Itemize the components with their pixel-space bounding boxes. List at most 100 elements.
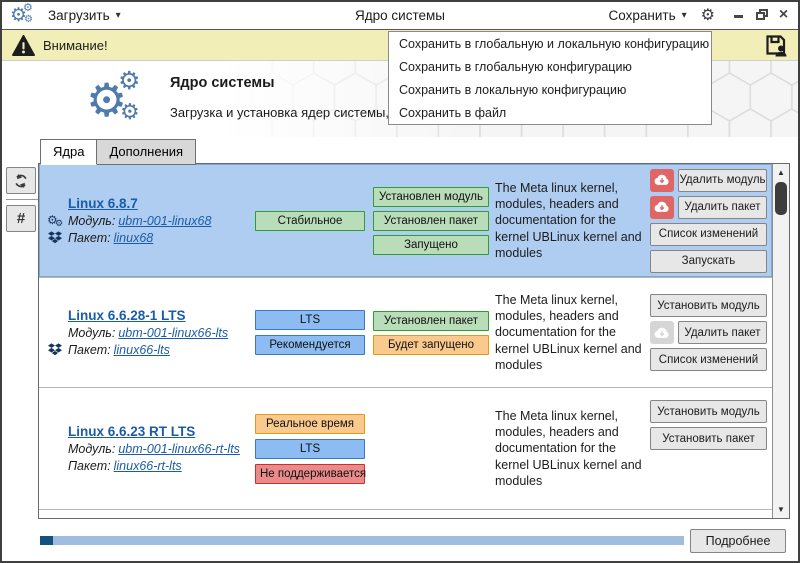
- page-title: Ядро системы: [170, 75, 275, 91]
- window-controls: ×: [733, 6, 790, 23]
- chevron-down-icon: ▾: [115, 10, 121, 21]
- close-button[interactable]: ×: [778, 6, 789, 23]
- tag-recommended: Рекомендуется: [255, 335, 365, 355]
- cloud-download-icon: [654, 174, 669, 185]
- kernel-info: Linux 6.8.7 ⚙⚙ Модуль: ubm-001-linux68: [39, 164, 251, 277]
- refresh-button[interactable]: [6, 167, 36, 194]
- module-label: Модуль:: [68, 441, 116, 456]
- hash-button[interactable]: #: [6, 205, 36, 232]
- side-toolbar: #: [6, 167, 38, 232]
- kernel-info: Linux 6.6.23 RT LTS Модуль: ubm-001-linu…: [39, 388, 251, 509]
- tab-kernels[interactable]: Ядра: [40, 139, 98, 165]
- main-area: # Linux 6.8.7 ⚙⚙ Модуль: ubm-00: [2, 163, 798, 519]
- kernel-actions: Удалить модуль Удалить пакет Спис: [645, 164, 772, 277]
- warning-triangle-icon: [12, 34, 35, 56]
- tag-will-run: Будет запущено: [373, 334, 489, 355]
- package-link[interactable]: linux66-rt-lts: [113, 458, 182, 473]
- kernel-row-linux-66-rt-lts[interactable]: Linux 6.6.23 RT LTS Модуль: ubm-001-linu…: [39, 388, 772, 510]
- tag-running: Запущено: [373, 234, 489, 255]
- kernel-row-linux-687[interactable]: Linux 6.8.7 ⚙⚙ Модуль: ubm-001-linux68: [39, 164, 772, 278]
- module-label: Модуль:: [68, 213, 116, 228]
- save-dropdown-button[interactable]: Сохранить ▾: [609, 8, 687, 23]
- package-diamonds-icon: [48, 343, 62, 356]
- install-package-button[interactable]: Установить пакет: [650, 427, 767, 450]
- maximize-button[interactable]: [755, 9, 768, 22]
- package-link[interactable]: linux68: [113, 230, 154, 245]
- tag-lts: LTS: [255, 310, 365, 330]
- package-link[interactable]: linux66-lts: [113, 342, 170, 357]
- changelog-button[interactable]: Список изменений: [650, 222, 767, 246]
- scrollbar-thumb[interactable]: [775, 182, 787, 215]
- progress-fill: [40, 536, 53, 545]
- progress-bar: [40, 536, 684, 545]
- kernel-row-linux-66-lts[interactable]: Linux 6.6.28-1 LTS Модуль: ubm-001-linux…: [39, 278, 772, 388]
- package-diamonds-icon: [48, 231, 62, 244]
- module-link[interactable]: ubm-001-linux66-rt-lts: [118, 441, 240, 456]
- kernel-list: Linux 6.8.7 ⚙⚙ Модуль: ubm-001-linux68: [39, 164, 772, 518]
- save-config-floppy-user-icon[interactable]: [764, 33, 788, 57]
- remove-module-button[interactable]: Удалить модуль: [678, 168, 767, 192]
- kernel-name-link[interactable]: Linux 6.8.7: [68, 196, 138, 211]
- kernel-list-panel: Linux 6.8.7 ⚙⚙ Модуль: ubm-001-linux68: [38, 163, 790, 519]
- kernel-name-link[interactable]: Linux 6.6.28-1 LTS: [68, 308, 186, 323]
- cloud-download-icon: [654, 327, 669, 338]
- tag-package-installed: Установлен пакет: [373, 310, 489, 331]
- cloud-remove-icon-button[interactable]: [650, 195, 674, 219]
- kernel-description: The Meta linux kernel, modules, headers …: [495, 180, 642, 260]
- run-button[interactable]: Запускать: [650, 249, 767, 273]
- scroll-up-icon[interactable]: ▲: [777, 168, 785, 177]
- kernel-gears-logo-icon: ⚙⚙⚙: [86, 67, 141, 126]
- remove-package-button[interactable]: Удалить пакет: [678, 195, 767, 219]
- kernel-info: Linux 6.6.28-1 LTS Модуль: ubm-001-linux…: [39, 278, 251, 387]
- tag-lts: LTS: [255, 438, 365, 459]
- warning-label: Внимание!: [43, 37, 108, 53]
- scroll-down-icon[interactable]: ▼: [777, 505, 785, 514]
- toolbar-separator: [6, 199, 38, 200]
- tag-stable: Стабильное: [255, 210, 365, 231]
- package-label: Пакет:: [68, 342, 111, 357]
- status-tags: Установлен пакет Будет запущено: [369, 278, 493, 387]
- kernel-description: The Meta linux kernel, modules, headers …: [495, 292, 642, 372]
- tag-package-installed: Установлен пакет: [373, 210, 489, 231]
- tag-unsupported: Не поддерживается: [255, 463, 366, 484]
- kernel-name-link[interactable]: Linux 6.6.23 RT LTS: [68, 424, 196, 439]
- kernel-actions: Установить модуль Установить пакет: [645, 388, 772, 509]
- hash-icon: #: [16, 210, 26, 227]
- settings-gear-icon[interactable]: ⚙: [700, 6, 715, 24]
- package-label: Пакет:: [68, 230, 111, 245]
- kernel-actions: Установить модуль Удалить пакет Список и…: [645, 278, 772, 387]
- save-menu-item-global-and-local[interactable]: Сохранить в глобальную и локальную конфи…: [399, 36, 710, 51]
- changelog-button[interactable]: Список изменений: [650, 348, 767, 371]
- vertical-scrollbar[interactable]: ▲ ▼: [772, 164, 789, 518]
- kernel-description: The Meta linux kernel, modules, headers …: [495, 408, 642, 488]
- tag-module-installed: Установлен модуль: [373, 186, 489, 207]
- status-tags: Установлен модуль Установлен пакет Запущ…: [369, 164, 493, 277]
- primary-tags: Стабильное: [251, 164, 369, 277]
- module-label: Модуль:: [68, 325, 116, 340]
- save-menu-item-file[interactable]: Сохранить в файл: [399, 105, 507, 120]
- primary-tags: Реальное время LTS Не поддерживается: [251, 388, 369, 509]
- remove-package-button[interactable]: Удалить пакет: [678, 321, 767, 344]
- module-link[interactable]: ubm-001-linux68: [118, 213, 212, 228]
- refresh-icon: [15, 173, 27, 188]
- install-module-button[interactable]: Установить модуль: [650, 400, 767, 423]
- load-dropdown-button[interactable]: Загрузить ▾: [48, 8, 121, 23]
- load-dropdown-label: Загрузить: [48, 8, 110, 23]
- save-menu-item-global[interactable]: Сохранить в глобальную конфигурацию: [399, 59, 632, 74]
- cloud-remove-icon-button[interactable]: [650, 168, 674, 192]
- install-module-button[interactable]: Установить модуль: [650, 294, 767, 317]
- details-button[interactable]: Подробнее: [690, 529, 786, 553]
- save-menu-item-local[interactable]: Сохранить в локальную конфигурацию: [399, 82, 627, 97]
- module-link[interactable]: ubm-001-linux66-lts: [118, 325, 229, 340]
- status-tags: [369, 388, 493, 509]
- tab-addons[interactable]: Дополнения: [97, 139, 197, 165]
- cloud-download-icon: [654, 201, 669, 212]
- footer: Подробнее: [4, 521, 796, 559]
- titlebar: ⚙⚙⚙ Загрузить ▾ Ядро системы Сохранить ▾…: [2, 2, 798, 30]
- app-logo-gears-icon: ⚙⚙⚙: [10, 1, 33, 26]
- cloud-disabled-icon-button[interactable]: [650, 321, 674, 344]
- chevron-down-icon: ▾: [681, 10, 687, 21]
- minimize-button[interactable]: [733, 9, 746, 22]
- package-label: Пакет:: [68, 458, 111, 473]
